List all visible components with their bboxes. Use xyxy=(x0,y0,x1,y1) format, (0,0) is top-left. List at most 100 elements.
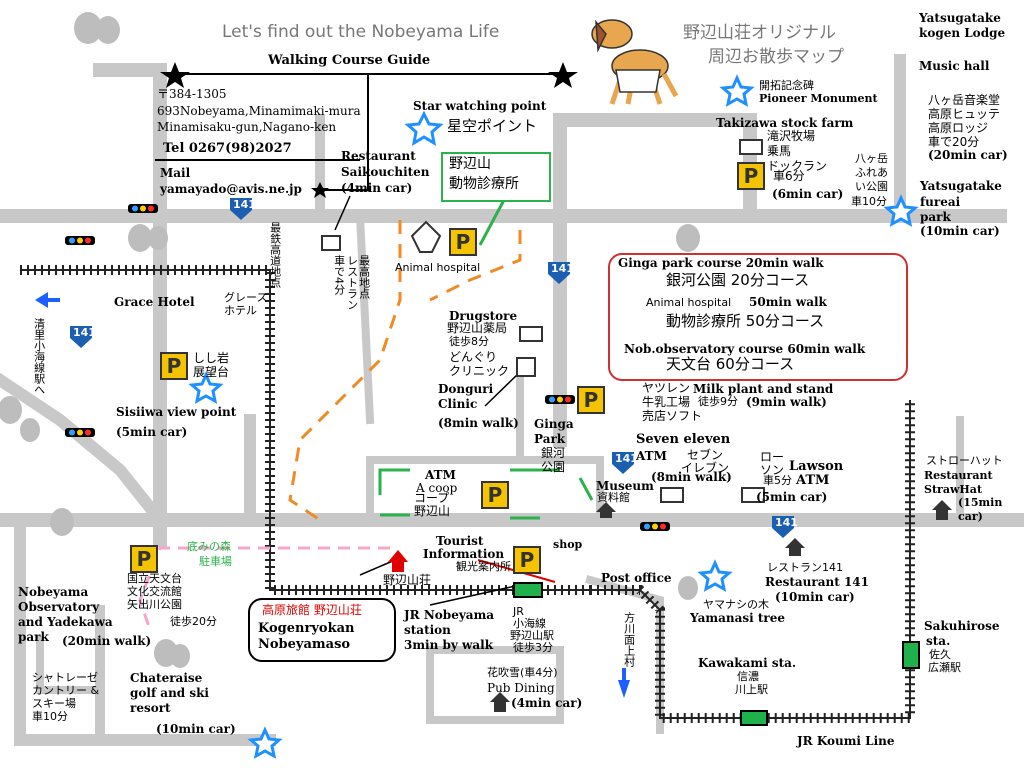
yamanasi-jp: ヤマナシの木 xyxy=(703,598,769,611)
sakuhirose-jp-1: 佐久 xyxy=(929,648,951,661)
ryokan-en-1: Kogenryokan xyxy=(258,621,355,636)
chateraise-time: (10min car) xyxy=(156,722,236,736)
jr-nob-jp-2: 小海線 xyxy=(513,617,546,630)
tourist-jp: 観光案内所 xyxy=(456,560,511,573)
buildings xyxy=(321,139,765,503)
donguri-time: (8min walk) xyxy=(438,416,519,430)
animal-hospital-label: Animal hospital xyxy=(395,261,481,274)
obs-jp-2: 文化交流館 xyxy=(127,585,182,598)
chateraise-jp-3: スキー場 xyxy=(32,697,76,710)
lawson-time: (5min car) xyxy=(756,490,828,504)
seven-jp-2: イレブン xyxy=(681,461,730,475)
lodge-en-2: kogen Lodge xyxy=(919,26,1006,40)
kiyosato-jp: 清里小海線駅へ xyxy=(32,318,46,395)
zoo-box xyxy=(441,152,551,202)
music-jp-4: 車で20分 xyxy=(928,135,980,149)
saiko-jp-3: 最高地点 xyxy=(357,255,371,299)
route-animal xyxy=(288,220,522,522)
saiko-jp-1: レストラン xyxy=(345,255,359,310)
milk-jp-3: 売店ソフト xyxy=(642,409,703,423)
jr-nob-jp-3: 野辺山駅 xyxy=(510,629,554,642)
lawson-jp-1: ロー xyxy=(760,450,785,464)
milk-en: Milk plant and stand xyxy=(693,382,834,396)
nobeyamaso-house xyxy=(388,550,408,572)
railway-top-jp: 最鉄高道地点 xyxy=(268,222,282,288)
takizawa-jp-2: 乗馬 xyxy=(767,144,792,158)
restaurant141-jp: レストラン141 xyxy=(767,561,843,574)
roads xyxy=(0,54,1024,746)
fureai-jp-2: ふれあ xyxy=(855,166,888,179)
seven-jp-1: セブン xyxy=(687,448,724,462)
route-141-shields xyxy=(70,198,794,538)
shishi-jp-2: 展望台 xyxy=(193,365,230,379)
chateraise-jp-4: 車10分 xyxy=(32,710,68,723)
lawson-car-jp: 車5分 xyxy=(763,474,792,487)
ginga-en-1: Ginga xyxy=(534,417,574,431)
tourist-en-2: Information xyxy=(423,547,505,561)
chateraise-en-2: golf and ski xyxy=(130,686,209,700)
address-line-1: 693Nobeyama,Minamimaki-mura xyxy=(157,104,361,118)
obs-jp-3: 矢出川公園 xyxy=(127,598,182,611)
obs-en-4: park xyxy=(18,630,49,644)
shishi-jp-1: しし岩 xyxy=(193,351,230,365)
music-jp-3: 高原ロッジ xyxy=(928,121,989,135)
music-jp-1: 八ヶ岳音楽堂 xyxy=(928,93,1001,107)
legend-animal-time: 50min walk xyxy=(749,295,827,309)
strawhat-time: (15min xyxy=(958,496,1003,509)
stations xyxy=(513,582,920,726)
postal-code: 〒384-1305 xyxy=(157,87,227,101)
seven-en: Seven eleven xyxy=(636,432,731,447)
seven-atm: ATM xyxy=(636,449,667,463)
shishi-time: (5min car) xyxy=(116,425,188,439)
fureai-en-1: Yatsugatake xyxy=(920,179,1002,193)
parking-icon: P xyxy=(577,386,605,414)
fureai-jp-1: 八ヶ岳 xyxy=(855,152,888,165)
strawhat-jp: ストローハット xyxy=(926,454,1003,467)
sakuhirose-jp-2: 広瀬駅 xyxy=(928,661,961,674)
atm-coop-3: コープ xyxy=(414,491,450,505)
trees xyxy=(0,12,700,668)
railway xyxy=(20,265,915,723)
mail-address[interactable]: yamayado@avis.ne.jp xyxy=(160,182,302,196)
fureai-jp-3: い公園 xyxy=(855,180,888,193)
legend-ginga-en: Ginga park course 20min walk xyxy=(618,256,824,270)
legend-obs-en: Nob.observatory course 60min walk xyxy=(624,342,866,356)
mail-label: Mail xyxy=(160,166,191,180)
parking-icon: P xyxy=(481,481,509,509)
ryokan-box xyxy=(248,598,396,662)
drugstore-en: Drugstore xyxy=(449,309,518,323)
sakuhirose-en-1: Sakuhirose xyxy=(924,619,1000,633)
pointer-lines xyxy=(334,195,521,606)
kawakami-jp-1: 信濃 xyxy=(737,670,759,683)
music-time: (20min car) xyxy=(928,148,1008,162)
zoo-jp-2: 動物診療所 xyxy=(449,176,519,192)
ginga-en-2: Park xyxy=(534,432,566,446)
route-141-label-2: 141 xyxy=(551,262,574,275)
obs-en-2: Observatory xyxy=(18,600,100,614)
atm-coop-4: 野辺山 xyxy=(414,504,451,518)
sakuhirose-en-2: sta. xyxy=(926,634,951,648)
koumi-line: JR Koumi Line xyxy=(797,734,895,748)
pub-en: Pub Dining xyxy=(487,681,555,695)
milk-time: (9min walk) xyxy=(746,395,827,409)
fureai-time: (10min car) xyxy=(920,224,1000,238)
shishi-en: Sisiiwa view point xyxy=(116,405,237,419)
milk-walk-jp: 徒歩9分 xyxy=(698,395,738,408)
traffic-lights xyxy=(65,204,670,531)
kawakami-vert-jp: 方川面上村 xyxy=(622,612,636,667)
seven-time: (8min walk) xyxy=(651,470,732,484)
strawhat-en-2: StrawHat xyxy=(924,483,983,496)
atm-coop-2: A coop xyxy=(416,481,458,495)
legend-animal-en: Animal hospital xyxy=(646,296,732,309)
route-141-label-1: 141 xyxy=(233,198,256,211)
zoo-jp-1: 野辺山 xyxy=(449,156,491,172)
strawhat-time-2: car) xyxy=(958,510,983,523)
route-141-label-4: 141 xyxy=(615,452,638,465)
nobeyamaso-jp: 野辺山荘 xyxy=(383,573,432,587)
obs-time: (20min walk) xyxy=(62,634,152,648)
museum-en: Museum xyxy=(596,479,654,493)
takizawa-en: Takizawa stock farm xyxy=(716,116,854,130)
saiko-restaurant: Restaurant xyxy=(341,149,416,163)
obs-en-3: and Yadekawa xyxy=(18,615,113,629)
